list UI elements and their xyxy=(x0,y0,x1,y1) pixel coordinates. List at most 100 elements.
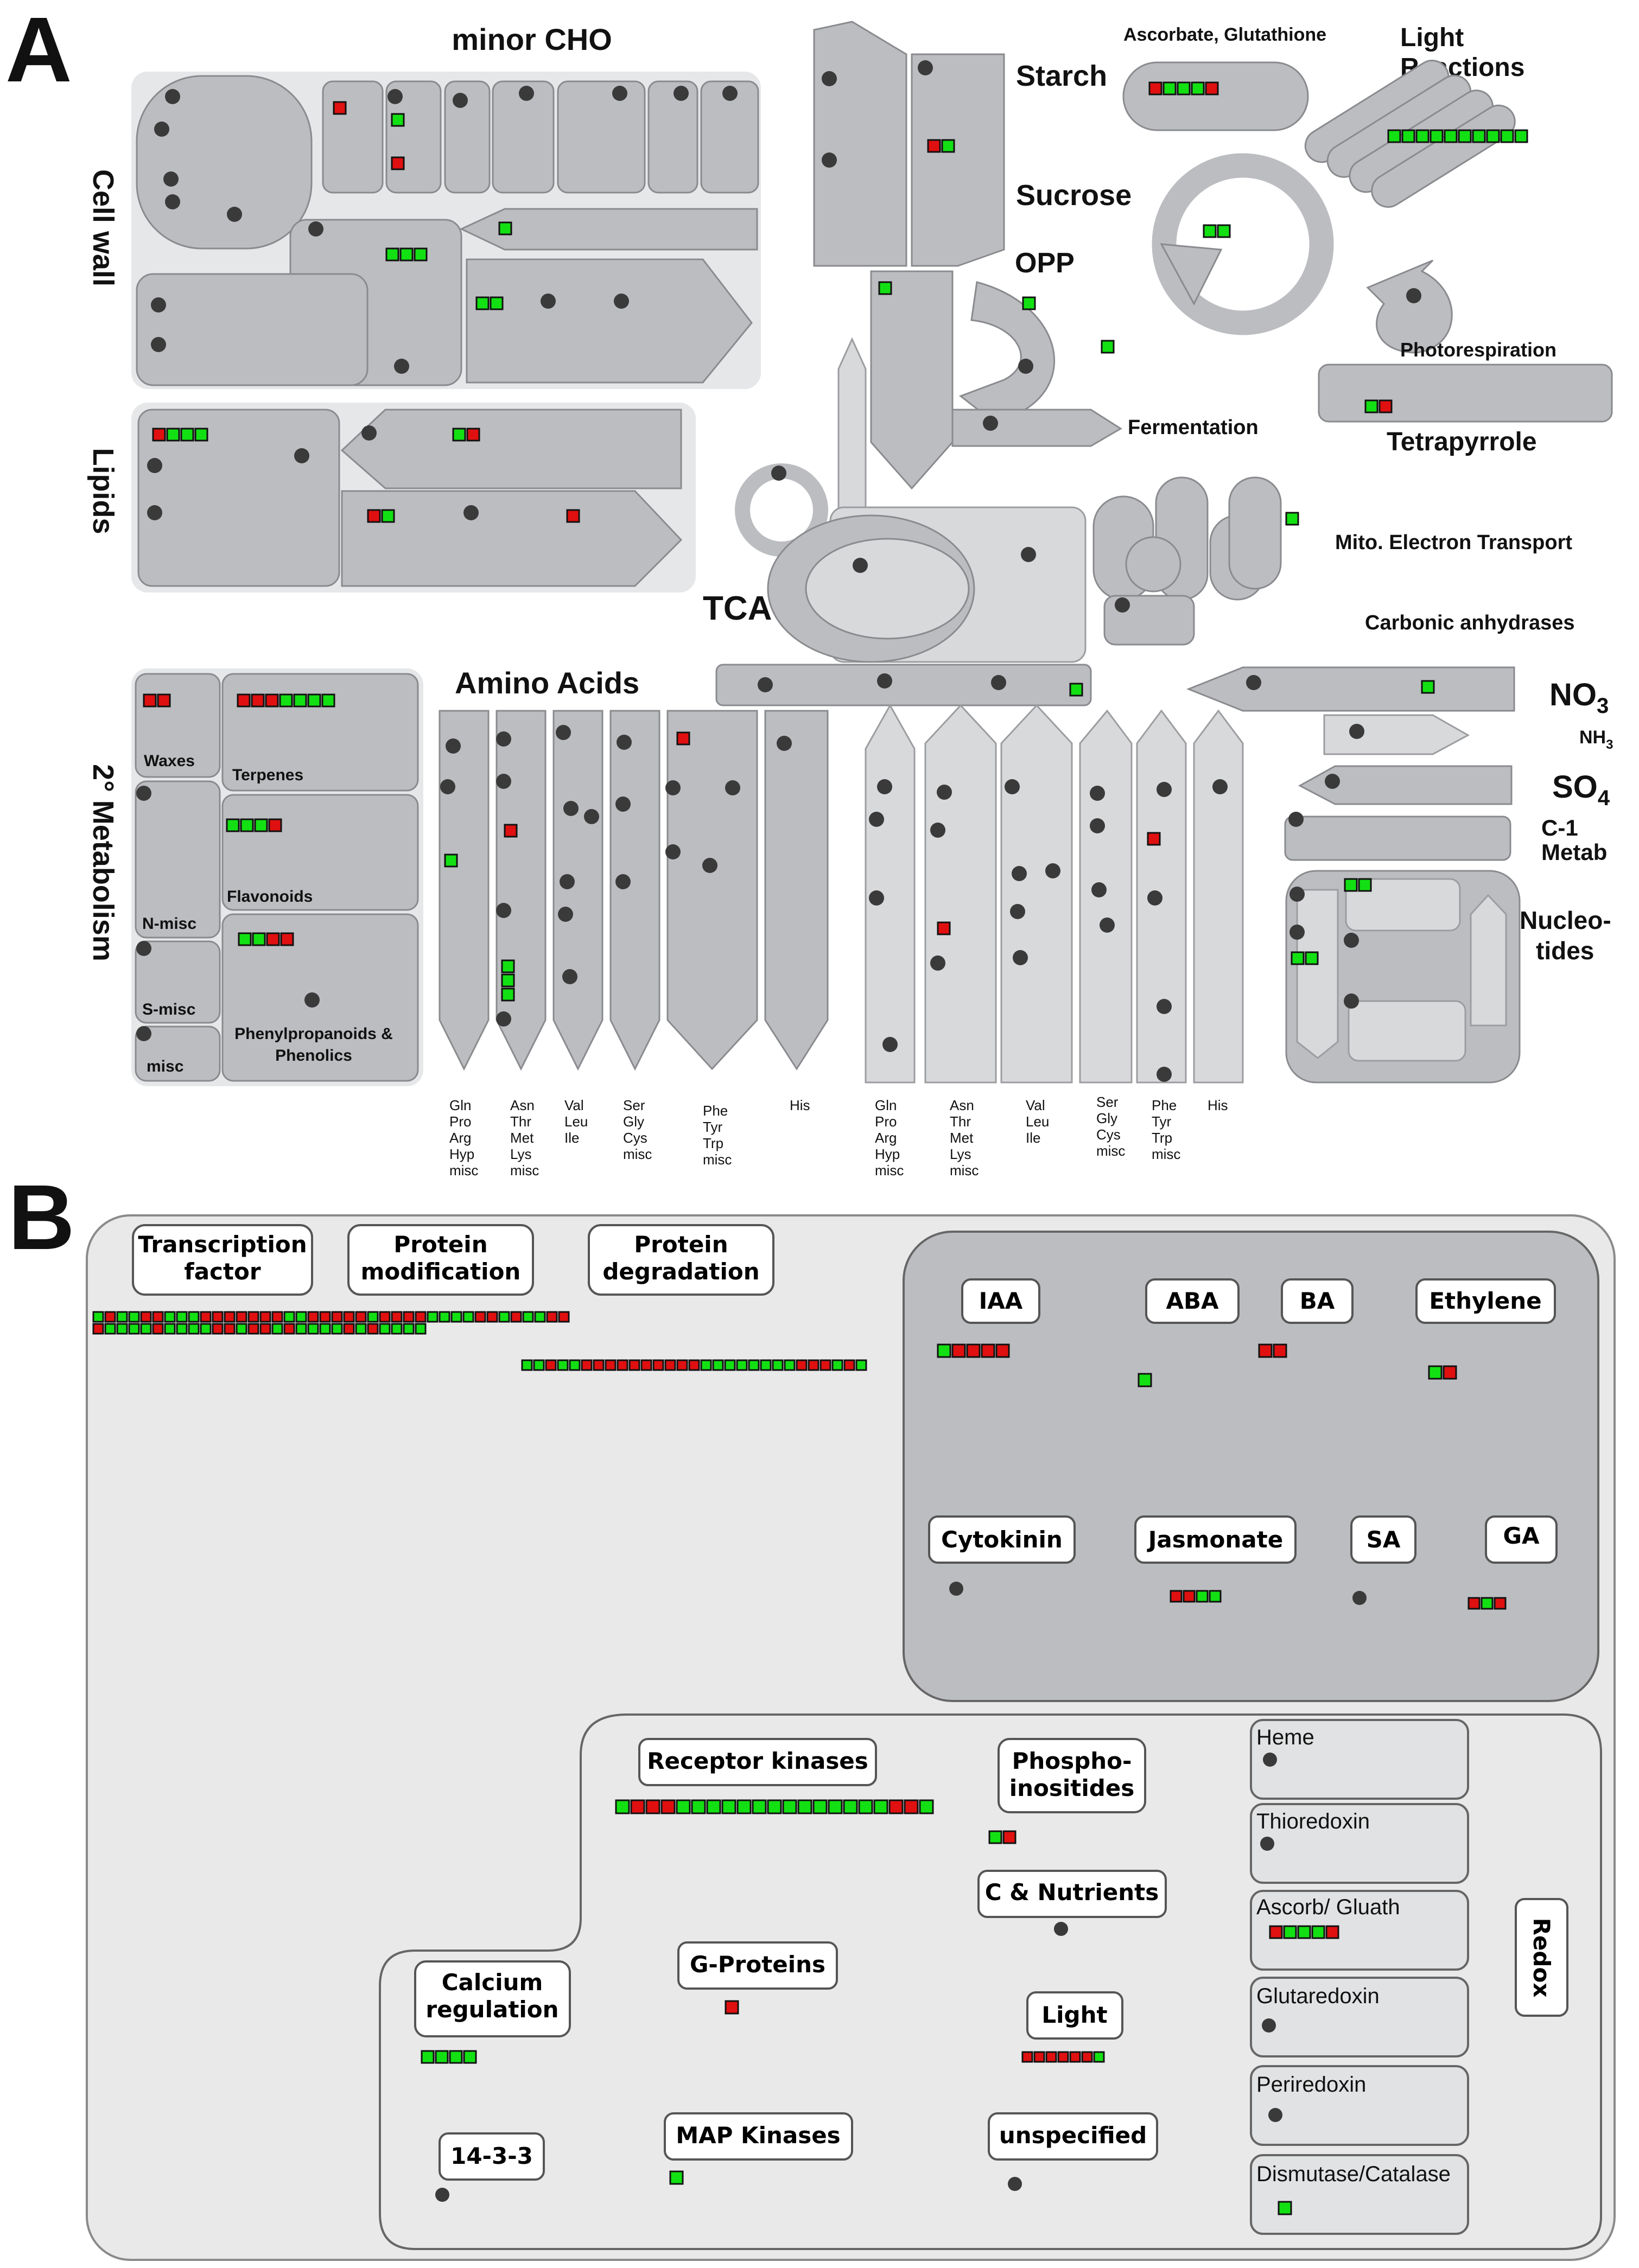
sa-label: SA xyxy=(1367,1526,1401,1553)
expression-square xyxy=(283,1323,295,1335)
expression-square xyxy=(333,101,347,115)
expression-square xyxy=(143,693,157,708)
cytokinin-label: Cytokinin xyxy=(941,1526,1063,1553)
expression-square xyxy=(797,1799,812,1814)
aa-label: Gln xyxy=(875,1097,897,1113)
expression-square xyxy=(1401,129,1415,143)
expression-square xyxy=(224,1323,236,1335)
jasmonate-label: Jasmonate xyxy=(1147,1526,1283,1553)
expression-square xyxy=(1428,1365,1443,1380)
expression-square xyxy=(645,1799,660,1814)
minor-cho-box-4 xyxy=(492,80,555,194)
expression-square xyxy=(240,818,254,832)
expression-square xyxy=(1069,2051,1081,2063)
aa-label: Trp xyxy=(703,1135,723,1151)
expression-square xyxy=(1444,129,1458,143)
expression-square xyxy=(367,1323,379,1335)
expression-square xyxy=(988,1830,1002,1844)
expression-square xyxy=(271,1323,283,1335)
n-misc-box xyxy=(135,780,221,939)
expression-square xyxy=(1285,512,1299,526)
expression-square xyxy=(725,2000,739,2015)
expression-square xyxy=(1297,1925,1311,1939)
expression-square xyxy=(194,428,208,442)
mito-label: Mito. Electron Transport xyxy=(1335,531,1572,554)
expression-square xyxy=(752,1799,767,1814)
expression-square xyxy=(545,1359,557,1371)
expression-square xyxy=(581,1359,593,1371)
panel-b: B xyxy=(8,1166,1616,2261)
tetrapyrrole-label: Tetrapyrrole xyxy=(1387,428,1537,456)
mito-complexes xyxy=(1092,476,1282,601)
expression-square xyxy=(1191,81,1205,95)
aa-label: misc xyxy=(510,1162,539,1178)
c1-box xyxy=(1284,816,1511,861)
expression-square xyxy=(238,932,252,946)
ba-label: BA xyxy=(1300,1288,1335,1314)
expression-square xyxy=(1045,2051,1057,2063)
expression-square xyxy=(1305,951,1319,965)
expression-square xyxy=(904,1799,919,1814)
nucleotides-arrow xyxy=(1296,889,1339,1059)
expression-square xyxy=(593,1359,605,1371)
opp-label: OPP xyxy=(1015,247,1075,279)
transcription-label-2: factor xyxy=(184,1258,261,1285)
photorespiration-arrow xyxy=(1366,259,1453,354)
carbonic-label: Carbonic anhydrases xyxy=(1365,611,1574,634)
map-kinases-label: MAP Kinases xyxy=(676,2122,840,2149)
so4-label: SO4 xyxy=(1552,769,1610,810)
expression-square xyxy=(1147,832,1161,846)
expression-square xyxy=(268,818,282,832)
expression-square xyxy=(736,1359,748,1371)
expression-square xyxy=(164,1323,176,1335)
aa-label: Gly xyxy=(1096,1110,1117,1126)
expression-square xyxy=(669,2170,684,2185)
aa-label: Thr xyxy=(510,1113,531,1130)
expression-square xyxy=(280,932,294,946)
expression-square xyxy=(415,1311,427,1323)
ga-label: GA xyxy=(1503,1522,1540,1549)
expression-square xyxy=(919,1799,934,1814)
expression-square xyxy=(782,1799,797,1814)
cell-wall-label: Cell wall xyxy=(87,169,119,286)
aa-label: Cys xyxy=(623,1130,647,1146)
expression-square xyxy=(1514,129,1528,143)
expression-square xyxy=(724,1359,736,1371)
expression-square xyxy=(640,1359,652,1371)
fermentation-label: Fermentation xyxy=(1128,416,1259,439)
expression-square xyxy=(1283,1925,1297,1939)
amino-acids-label: Amino Acids xyxy=(455,666,639,700)
protein-modification-label-2: modification xyxy=(361,1258,521,1285)
s-misc-box xyxy=(135,940,221,1024)
expression-square xyxy=(1183,1590,1196,1603)
expression-square xyxy=(712,1359,724,1371)
protein-modification-label-1: Protein xyxy=(393,1231,487,1258)
expression-square xyxy=(367,509,381,523)
aa-label: Hyp xyxy=(449,1146,474,1162)
expression-square xyxy=(152,1323,164,1335)
panel-b-label: B xyxy=(8,1166,75,1269)
aa-label: Asn xyxy=(510,1097,535,1113)
panel-b-labels: Transcription factor Protein modificatio… xyxy=(138,1231,1555,2169)
expression-square xyxy=(343,1323,355,1335)
c-nutrients-label: C & Nutrients xyxy=(985,1879,1159,1906)
expression-square xyxy=(1081,2051,1093,2063)
nucleotides-label-1: Nucleo- xyxy=(1520,906,1611,934)
expression-square xyxy=(128,1311,140,1323)
aa-label: Tyr xyxy=(1152,1113,1171,1130)
expression-square xyxy=(501,959,515,973)
expression-square xyxy=(254,818,268,832)
lipids-box xyxy=(137,409,340,587)
expression-square xyxy=(414,247,428,262)
tca-label: TCA xyxy=(703,590,772,627)
aa-label: Ser xyxy=(1096,1094,1119,1110)
expression-square xyxy=(391,113,405,127)
minor-cho-box-7 xyxy=(700,80,759,194)
redox-labels: Heme Thioredoxin Ascorb/ Gluath Glutared… xyxy=(1256,1725,1451,2186)
expression-square xyxy=(820,1359,831,1371)
expression-square xyxy=(212,1323,224,1335)
lipids-arrow-2 xyxy=(341,490,683,587)
waxes-box xyxy=(135,673,221,778)
expression-square xyxy=(226,818,240,832)
photorespiration-label: Photorespiration xyxy=(1400,339,1557,361)
